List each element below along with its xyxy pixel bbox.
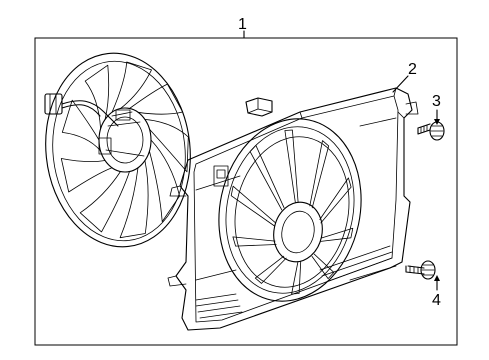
shroud-spoke [311, 253, 335, 279]
assembly-frame [34, 37, 458, 346]
bolt-lower [405, 260, 436, 280]
fan-blade [111, 61, 152, 113]
fan-blade [144, 119, 189, 173]
fan-blade [60, 158, 113, 193]
shroud-spoke [254, 255, 287, 284]
shroud-spoke [319, 177, 352, 224]
callout-3-label: 3 [432, 93, 441, 110]
callout-1-label: 1 [238, 16, 247, 33]
bolt-upper [417, 121, 445, 141]
fan-blade [149, 139, 180, 222]
callout-2-label: 2 [408, 61, 417, 78]
fan-blade-assembly [45, 52, 191, 248]
retaining-clip [245, 97, 273, 117]
shroud-spoke [284, 129, 299, 203]
fan-blade [84, 64, 110, 130]
fan-blade [79, 171, 130, 233]
shroud-spoke [309, 140, 330, 209]
fan-shroud [167, 87, 419, 331]
callout-4-arrowhead [434, 275, 440, 281]
shroud-spoke [320, 227, 354, 242]
shroud-spoke [230, 185, 276, 227]
wire-harness-connector [44, 93, 119, 127]
fan-blade [129, 83, 184, 115]
fan-blade [119, 160, 149, 239]
shroud-spoke [232, 236, 277, 247]
shroud-spoke [291, 261, 302, 295]
callout-4-label: 4 [432, 292, 441, 309]
fan-blade [61, 99, 101, 152]
shroud-spoke [249, 145, 285, 211]
